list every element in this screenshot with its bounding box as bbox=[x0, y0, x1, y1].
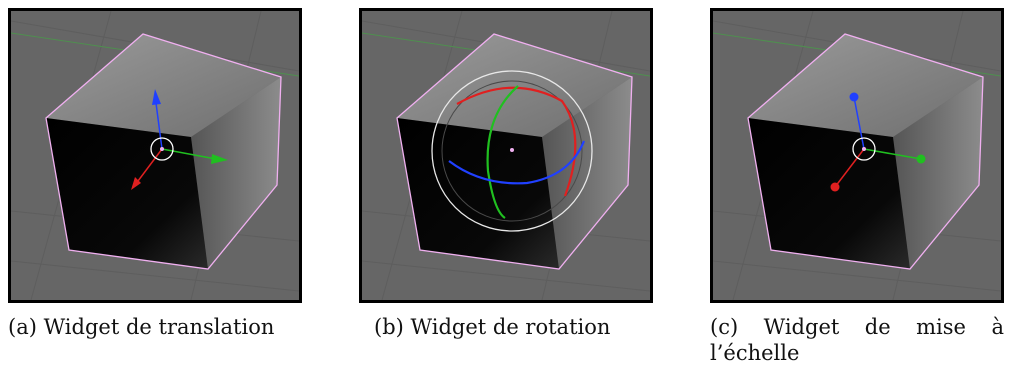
cube-outline bbox=[396, 33, 633, 270]
rotation-scene bbox=[362, 11, 650, 300]
cube-outline bbox=[45, 33, 282, 270]
cube-top-face bbox=[397, 34, 632, 137]
translation-scene bbox=[11, 11, 299, 300]
cube-front-face bbox=[46, 118, 208, 269]
caption-word: Widget bbox=[763, 315, 840, 339]
caption-text: Widget de translation bbox=[43, 315, 275, 339]
caption-rotation: (b) Widget de rotation bbox=[374, 314, 654, 340]
caption-label: (a) bbox=[8, 315, 37, 339]
translate-manipulator[interactable] bbox=[131, 89, 228, 190]
scale-scene bbox=[713, 11, 1001, 300]
center-ring bbox=[852, 137, 876, 161]
caption-label: (c) bbox=[710, 315, 739, 339]
rotate-manipulator[interactable] bbox=[431, 70, 593, 232]
trackball-ring bbox=[441, 80, 583, 222]
x-rotation-arc bbox=[456, 86, 577, 197]
view-ring bbox=[431, 70, 593, 232]
y-rotation-arc bbox=[486, 85, 519, 219]
pivot-dot bbox=[510, 148, 514, 152]
caption-text: Widget de rotation bbox=[410, 315, 611, 339]
z-arrow-head bbox=[152, 89, 161, 105]
y-scale-handle bbox=[916, 154, 926, 164]
cube-top-face bbox=[748, 34, 983, 137]
y-arrow-head bbox=[211, 154, 228, 164]
viewport-rotation[interactable] bbox=[359, 8, 653, 303]
pivot-dot bbox=[160, 147, 164, 151]
cube-front-face bbox=[397, 118, 559, 269]
caption-line-1: (c) Widget de mise à bbox=[710, 314, 1004, 340]
caption-word: mise bbox=[916, 315, 966, 339]
caption-line-2: l’échelle bbox=[710, 341, 800, 365]
z-rotation-arc bbox=[448, 140, 586, 185]
caption-translation: (a) Widget de translation bbox=[8, 314, 308, 340]
viewport-translation[interactable] bbox=[8, 8, 302, 303]
viewport-scale[interactable] bbox=[710, 8, 1004, 303]
x-arrow-head bbox=[131, 177, 141, 190]
center-ring bbox=[150, 137, 174, 161]
cube-top-face bbox=[46, 34, 281, 137]
scale-manipulator[interactable] bbox=[830, 92, 926, 192]
cube-right-face bbox=[191, 77, 281, 269]
cube-right-face bbox=[893, 77, 983, 269]
pivot-dot bbox=[862, 147, 866, 151]
cube-front-face bbox=[748, 118, 910, 269]
caption-word: à bbox=[991, 315, 1004, 339]
caption-scale: (c) Widget de mise à l’échelle bbox=[710, 314, 1004, 366]
caption-word: de bbox=[864, 315, 891, 339]
x-scale-handle bbox=[830, 182, 840, 192]
caption-label: (b) bbox=[374, 315, 404, 339]
cube-outline bbox=[747, 33, 984, 270]
cube-right-face bbox=[542, 77, 632, 269]
z-scale-handle bbox=[849, 92, 859, 102]
